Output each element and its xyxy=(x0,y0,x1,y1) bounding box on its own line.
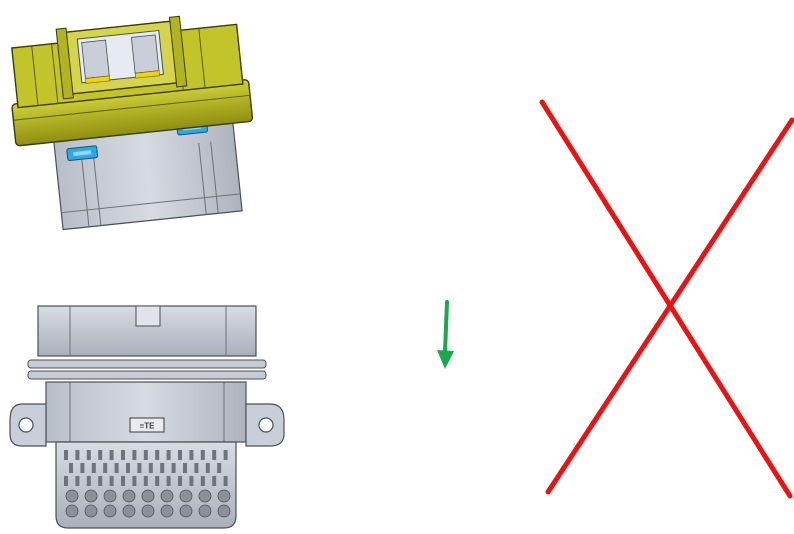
terminal-cavity xyxy=(198,489,212,503)
terminal-cavity xyxy=(65,489,79,503)
terminal-slot xyxy=(155,450,160,460)
terminal-cavity xyxy=(160,489,174,503)
terminal-cavity xyxy=(141,489,155,503)
direction-arrow xyxy=(437,300,454,369)
terminal-slot xyxy=(200,450,205,460)
terminal-slot xyxy=(69,463,73,473)
terminal-slot xyxy=(166,450,171,460)
terminal-slot xyxy=(212,450,217,460)
terminal-slot xyxy=(109,450,114,460)
terminal-cavity xyxy=(217,504,231,518)
flange-right xyxy=(245,403,285,447)
terminal-slot xyxy=(109,476,114,486)
terminal-slot xyxy=(126,463,130,473)
terminal-slot xyxy=(217,463,222,473)
terminal-slot xyxy=(194,463,199,473)
terminal-cavity xyxy=(141,504,155,518)
brand-plate xyxy=(129,417,165,433)
terminal-slot xyxy=(189,450,194,460)
terminal-slot xyxy=(143,450,148,460)
terminal-slot xyxy=(98,476,103,486)
blue-clip-left xyxy=(66,145,99,162)
terminal-cavity xyxy=(84,504,98,518)
terminal-slot xyxy=(86,476,91,486)
terminal-cavity xyxy=(160,504,174,518)
terminal-pins xyxy=(64,450,231,518)
terminal-cavity xyxy=(179,504,193,518)
terminal-slot xyxy=(143,476,148,486)
terminal-slot xyxy=(223,476,228,486)
terminal-cavity xyxy=(217,489,231,503)
terminal-slot xyxy=(148,463,153,473)
terminal-cavity xyxy=(122,504,136,518)
terminal-cavity xyxy=(103,504,117,518)
terminal-slot xyxy=(155,476,160,486)
connector-tilted-with-lock xyxy=(11,15,254,231)
terminal-slot xyxy=(212,476,217,486)
terminal-cavity xyxy=(179,489,193,503)
connector-front-flanged: ≡TE xyxy=(9,305,285,529)
terminal-slot xyxy=(183,463,187,473)
terminal-slot xyxy=(86,450,91,460)
terminal-cavity xyxy=(103,489,117,503)
terminal-slot xyxy=(171,463,176,473)
terminal-cavity xyxy=(122,489,136,503)
terminal-slot xyxy=(132,476,137,486)
terminal-slot xyxy=(114,463,119,473)
terminal-slot xyxy=(223,450,228,460)
terminal-slot xyxy=(64,476,68,486)
terminal-slot xyxy=(75,476,80,486)
terminal-cavity xyxy=(198,504,212,518)
terminal-slot xyxy=(205,463,210,473)
terminal-slot xyxy=(178,476,182,486)
red-cross-mark xyxy=(539,99,794,499)
terminal-slot xyxy=(121,450,125,460)
terminal-slot xyxy=(121,476,125,486)
terminal-slot xyxy=(178,450,182,460)
terminal-slot xyxy=(64,450,68,460)
terminal-slot xyxy=(132,450,137,460)
terminal-slot xyxy=(189,476,194,486)
terminal-slot xyxy=(200,476,205,486)
brand-logo-text: ≡TE xyxy=(140,422,156,431)
terminal-cavity xyxy=(84,489,98,503)
terminal-slot xyxy=(103,463,108,473)
flange-left xyxy=(9,403,47,447)
yellow-latch-right xyxy=(134,70,160,79)
olive-housing xyxy=(11,15,254,147)
terminal-slot xyxy=(137,463,142,473)
terminal-slot xyxy=(91,463,96,473)
yellow-latch-left xyxy=(85,75,111,84)
terminal-slot xyxy=(75,450,80,460)
terminal-cavity xyxy=(65,504,79,518)
terminal-slot xyxy=(160,463,165,473)
terminal-slot xyxy=(98,450,103,460)
terminal-slot xyxy=(80,463,85,473)
terminal-slot xyxy=(166,476,171,486)
